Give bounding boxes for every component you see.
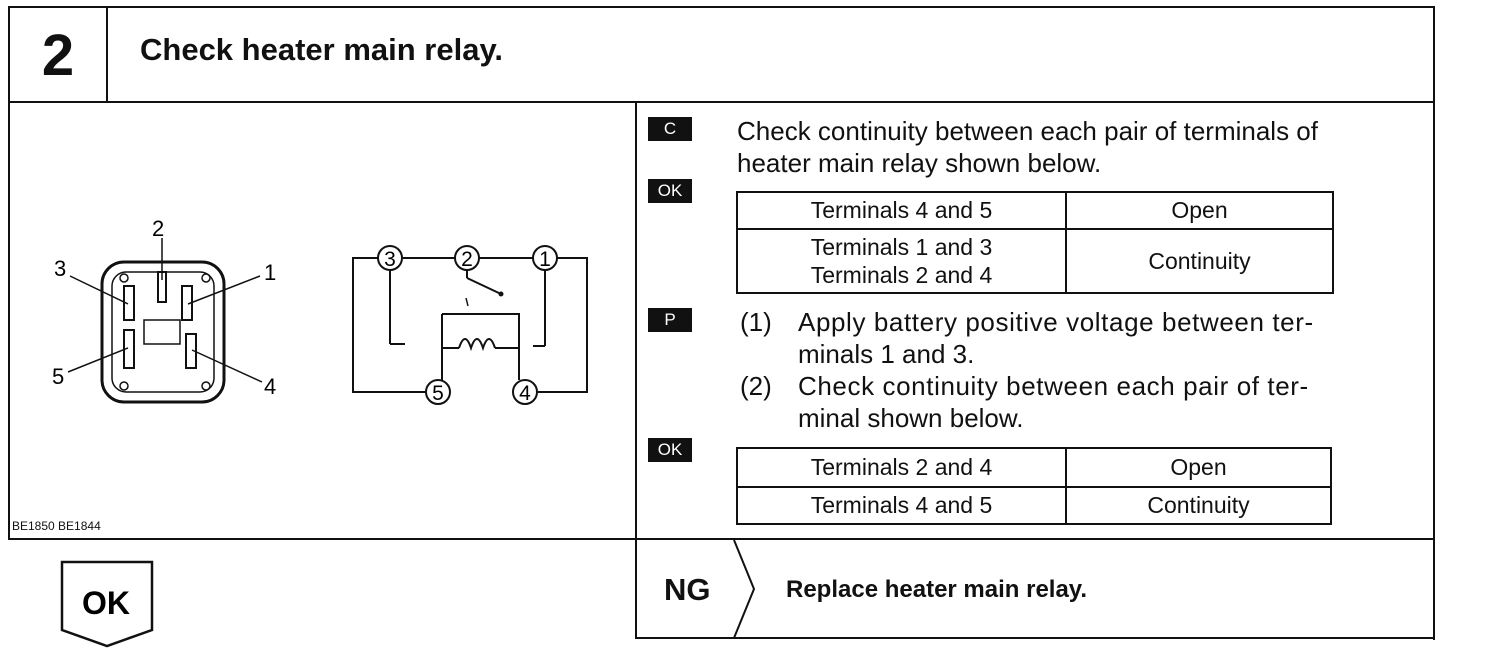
connector-label-3: 3 (54, 256, 66, 281)
column-divider (635, 101, 637, 639)
connector-label-1: 1 (264, 260, 276, 285)
step-text-line2: minals 1 and 3. (798, 339, 975, 369)
connector-label-4: 4 (264, 374, 276, 399)
ok-tag-1: OK (648, 179, 692, 203)
check-p-step-2: (2) Check continuity between each pair of… (740, 370, 1309, 434)
table-cell-terminals: Terminals 4 and 5 (736, 191, 1067, 230)
step-text-line1: Apply battery positive voltage between t… (798, 307, 1314, 337)
table-cell-terminals: Terminals 4 and 5 (736, 486, 1067, 525)
step-number: 2 (41, 22, 75, 88)
check-c-line1: Check continuity between each pair of te… (737, 116, 1318, 146)
frame-top (8, 6, 1435, 8)
relay-connector-figure: 2 3 1 5 4 (52, 216, 276, 404)
connector-label-5: 5 (52, 364, 64, 389)
table-row: Terminals 2 and 4 Open (736, 447, 1332, 488)
ng-action-text: Replace heater main relay. (786, 576, 1088, 603)
table-row: Terminals 1 and 3 Terminals 2 and 4 Cont… (736, 228, 1334, 294)
schematic-label-1: 1 (539, 248, 551, 271)
table-row: Terminals 4 and 5 Open (736, 191, 1334, 230)
table-cell-line: Terminals 2 and 4 (810, 262, 993, 288)
table-cell-terminals: Terminals 1 and 3 Terminals 2 and 4 (736, 228, 1067, 294)
header-divider (106, 6, 108, 102)
schematic-label-4: 4 (519, 382, 531, 405)
continuity-table-2: Terminals 2 and 4 Open Terminals 4 and 5… (736, 447, 1332, 525)
schematic-label-5: 5 (432, 382, 444, 405)
figure-caption: BE1850 BE1844 (12, 519, 101, 533)
continuity-table-1: Terminals 4 and 5 Open Terminals 1 and 3… (736, 191, 1334, 294)
table-cell-terminals: Terminals 2 and 4 (736, 447, 1067, 488)
schematic-label-2: 2 (461, 248, 473, 271)
connector-label-2: 2 (152, 216, 164, 241)
table-cell-line: Terminals 1 and 3 (810, 234, 993, 260)
check-c-line2: heater main relay shown below. (737, 148, 1102, 178)
table-cell-result: Continuity (1065, 486, 1332, 525)
ng-chevron (733, 540, 756, 638)
ok-result-label: OK (82, 585, 130, 621)
frame-left (8, 6, 10, 540)
footer-bottom (635, 637, 1435, 639)
check-c-text: Check continuity between each pair of te… (737, 115, 1318, 179)
ok-result-box: OK (60, 560, 154, 648)
check-p-tag: P (648, 308, 692, 332)
schematic-label-3: 3 (384, 248, 396, 271)
table-cell-result: Open (1065, 447, 1332, 488)
step-number-label: (2) (740, 371, 772, 401)
step-text-line2: minal shown below. (798, 403, 1024, 433)
step-text-line1: Check continuity between each pair of te… (798, 371, 1309, 401)
frame-right (1433, 6, 1435, 640)
ok-tag-2: OK (648, 438, 692, 462)
body-bottom (8, 538, 1435, 540)
table-cell-result: Open (1065, 191, 1334, 230)
header-bottom (8, 101, 1435, 103)
step-number-label: (1) (740, 307, 772, 337)
step-title: Check heater main relay. (140, 32, 503, 67)
ng-label: NG (664, 572, 711, 607)
relay-schematic-figure: 3 2 1 5 4 (352, 245, 588, 405)
check-p-step-1: (1) Apply battery positive voltage betwee… (740, 306, 1314, 370)
table-row: Terminals 4 and 5 Continuity (736, 486, 1332, 525)
table-cell-result: Continuity (1065, 228, 1334, 294)
check-c-tag: C (648, 117, 692, 141)
